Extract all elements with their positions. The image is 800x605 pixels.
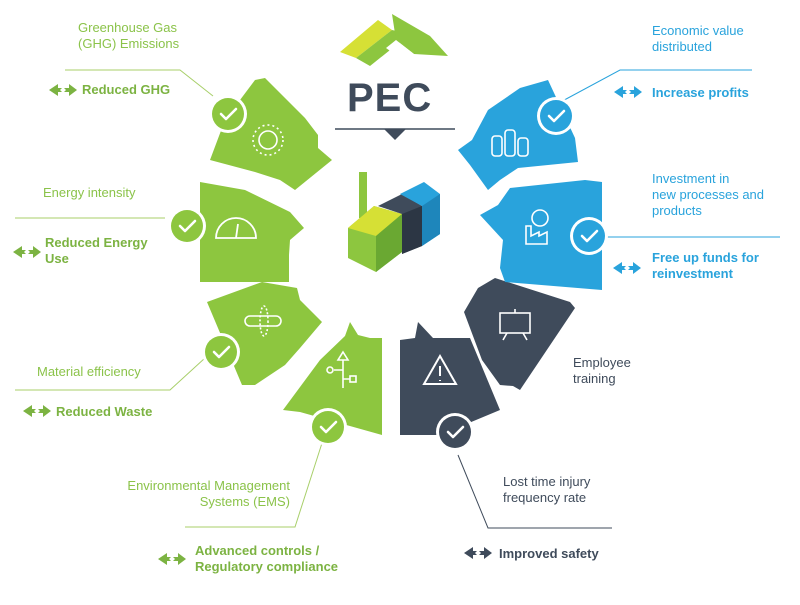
- arrow-icon-economic: [614, 86, 642, 98]
- label-ltifr: Lost time injury frequency rate: [503, 474, 591, 505]
- factory-dollar-icon: [525, 209, 549, 245]
- check-icon-material: [200, 331, 242, 373]
- pec-logo-mark: [340, 14, 448, 66]
- segment-ltifr: [400, 322, 500, 435]
- arrow-icon-ghg: [49, 84, 77, 96]
- outcome-ghg: Reduced GHG: [82, 82, 171, 97]
- check-icon-ghg: [207, 93, 249, 135]
- logo-text: PEC: [347, 76, 433, 120]
- segment-ems: [283, 322, 382, 435]
- outcome-investment: Free up funds for reinvestment: [652, 250, 759, 281]
- presentation-board-icon: [499, 309, 531, 341]
- label-ghg: Greenhouse Gas (GHG) Emissions: [78, 20, 180, 51]
- check-icon-economic: [535, 95, 577, 137]
- flowchart-icon: [326, 350, 357, 388]
- label-economic: Economic value distributed: [652, 23, 744, 54]
- outcome-energy: Reduced Energy Use: [45, 235, 148, 266]
- check-icon-ems: [307, 406, 349, 448]
- arrow-icon-ems: [158, 553, 186, 565]
- segment-economic: [458, 80, 578, 190]
- arrow-icon-ltifr: [464, 547, 492, 559]
- check-icon-energy: [166, 205, 208, 247]
- arrow-icon-material: [23, 405, 51, 417]
- segment-ghg: [210, 78, 332, 190]
- sun-icon: [252, 124, 284, 156]
- recycle-pipe-icon: [244, 305, 282, 337]
- check-icon-ltifr: [434, 411, 476, 453]
- check-icon-investment: [568, 215, 610, 257]
- gauge-icon: [215, 217, 257, 239]
- coins-icon: [491, 129, 529, 157]
- label-training: Employee training: [573, 355, 631, 386]
- outcome-ems: Advanced controls / Regulatory complianc…: [195, 543, 339, 574]
- logo-notch: [384, 129, 406, 140]
- warning-icon: [422, 353, 458, 385]
- outcome-ltifr: Improved safety: [499, 546, 599, 561]
- label-material: Material efficiency: [37, 364, 141, 379]
- label-ems: Environmental Management Systems (EMS): [127, 478, 290, 509]
- leader-lines: [15, 69, 780, 529]
- label-investment: Investment in new processes and products: [652, 171, 765, 218]
- label-energy: Energy intensity: [43, 185, 136, 200]
- segment-training: [464, 278, 575, 390]
- outcome-economic: Increase profits: [652, 85, 749, 100]
- arrow-icon-energy: [13, 246, 41, 258]
- factory-icon: [348, 172, 440, 272]
- segment-energy: [200, 182, 304, 282]
- outcome-material: Reduced Waste: [56, 404, 153, 419]
- arrow-icon-investment: [613, 262, 641, 274]
